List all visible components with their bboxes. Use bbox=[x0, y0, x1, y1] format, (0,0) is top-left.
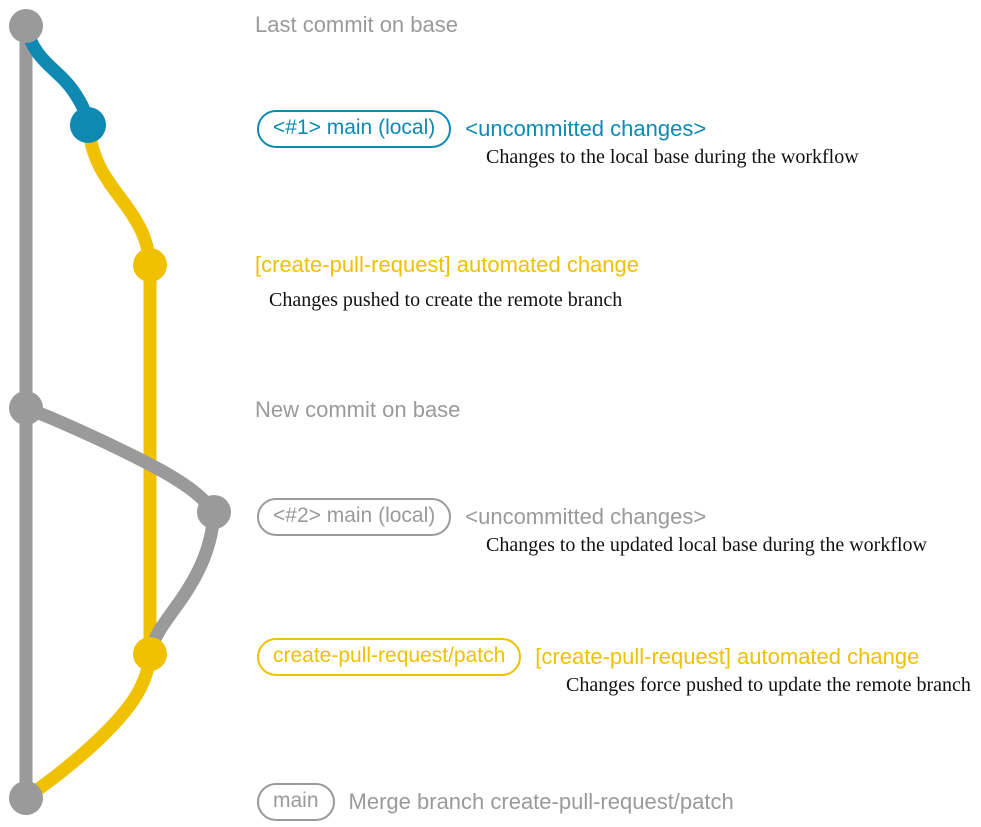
commit-subject: Last commit on base bbox=[255, 12, 458, 37]
commit-row-new-commit-on-base: New commit on base bbox=[255, 397, 460, 422]
commit-subject: <uncommitted changes> bbox=[465, 116, 707, 142]
commit-node-merge-commit[interactable] bbox=[9, 781, 43, 815]
commit-node-local-1[interactable] bbox=[70, 107, 106, 143]
ref-badge-main[interactable]: main bbox=[257, 783, 335, 822]
edge-patch2-to-merge bbox=[19, 647, 157, 805]
commit-row-merge-commit: main Merge branch create-pull-request/pa… bbox=[257, 783, 734, 822]
edge-base2-to-local2 bbox=[19, 401, 221, 519]
commit-row-local-1: <#1> main (local) <uncommitted changes> bbox=[257, 110, 707, 149]
commit-subject: New commit on base bbox=[255, 397, 461, 422]
commit-row-last-commit-on-base: Last commit on base bbox=[255, 12, 458, 37]
commit-row-local-2: <#2> main (local) <uncommitted changes> bbox=[257, 498, 707, 537]
commit-description-patch-1: Changes pushed to create the remote bran… bbox=[269, 289, 623, 311]
commit-node-new-commit-on-base[interactable] bbox=[9, 391, 43, 425]
commit-node-local-2[interactable] bbox=[197, 495, 231, 529]
commit-subject: [create-pull-request] automated change bbox=[255, 252, 640, 277]
commit-subject: <uncommitted changes> bbox=[465, 504, 707, 530]
commit-row-patch-1: [create-pull-request] automated change bbox=[255, 252, 639, 277]
ref-badge-main-local-1[interactable]: <#1> main (local) bbox=[257, 110, 452, 149]
commit-node-last-commit-on-base[interactable] bbox=[9, 9, 43, 43]
commit-description-local-1: Changes to the local base during the wor… bbox=[486, 146, 859, 168]
edge-local1-to-patch1 bbox=[81, 118, 157, 272]
commit-description-local-2: Changes to the updated local base during… bbox=[486, 534, 927, 556]
commit-description-patch-2: Changes force pushed to update the remot… bbox=[566, 674, 971, 696]
commit-node-patch-2[interactable] bbox=[133, 637, 167, 671]
ref-badge-create-pull-request-patch[interactable]: create-pull-request/patch bbox=[257, 638, 522, 677]
edge-local2-to-patch2 bbox=[143, 505, 221, 661]
ref-badge-main-local-2[interactable]: <#2> main (local) bbox=[257, 498, 452, 537]
commit-node-patch-1[interactable] bbox=[133, 248, 167, 282]
commit-subject: Merge branch create-pull-request/patch bbox=[348, 789, 734, 815]
commit-row-patch-2: create-pull-request/patch [create-pull-r… bbox=[257, 638, 920, 677]
commit-subject: [create-pull-request] automated change bbox=[535, 644, 920, 670]
